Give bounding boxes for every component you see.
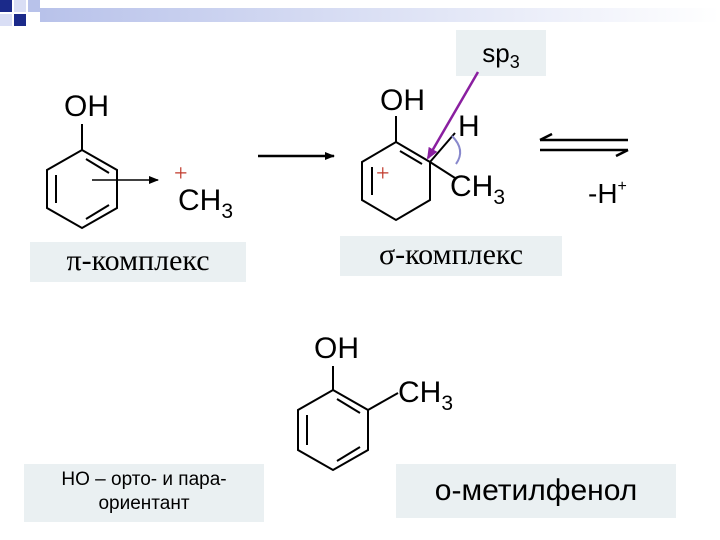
pi-complex-benzene-ring <box>46 124 118 230</box>
sigma-complex-label: σ-комплекс <box>340 236 562 276</box>
pi-complex-ch3-sub: 3 <box>221 200 234 223</box>
sp3-sub: 3 <box>509 52 520 72</box>
deprotonation-text: -H <box>588 178 618 209</box>
square-icon <box>14 14 26 26</box>
sigma-complex-ch3: CH3 <box>450 170 505 209</box>
sigma-complex-h: H <box>458 110 480 143</box>
square-icon <box>0 0 12 12</box>
orientant-note-line2: ориентант <box>98 493 190 514</box>
deprotonation-sup: + <box>617 178 627 195</box>
pi-complex-oh: OH <box>64 90 109 123</box>
sp3-pointer-arrow <box>426 71 480 160</box>
square-icon <box>0 14 12 26</box>
sigma-complex-ch3-bond <box>429 161 456 179</box>
sigma-complex-oh: OH <box>380 84 425 117</box>
sigma-complex-ch3-main: CH <box>450 170 494 203</box>
sp3-label: sp3 <box>456 30 546 76</box>
orientant-note-line1: НО – орто- и пара- <box>61 469 227 490</box>
header-decoration <box>0 0 720 26</box>
orientant-note: НО – орто- и пара- ориентант <box>24 464 264 522</box>
product-name-label: о-метилфенол <box>396 464 676 518</box>
product-ch3: CH3 <box>398 376 453 415</box>
pi-complex-ch3-main: CH <box>178 184 222 217</box>
square-icon <box>28 0 40 12</box>
product-ch3-bond <box>367 392 399 411</box>
product-oh: OH <box>314 332 359 365</box>
product-benzene-ring <box>297 366 399 472</box>
sigma-complex-plus: + <box>376 161 390 187</box>
pi-complex-plus: + <box>174 161 188 187</box>
pi-complex-label: π-комплекс <box>30 242 246 282</box>
product-ch3-sub: 3 <box>441 392 454 415</box>
square-icon <box>14 0 26 12</box>
sigma-complex-ch3-sub: 3 <box>493 186 506 209</box>
sp3-main: sp <box>482 38 510 68</box>
pi-complex-ch3: CH3 <box>178 184 233 223</box>
lone-pair-arc <box>451 135 462 165</box>
product-ch3-main: CH <box>398 376 442 409</box>
deprotonation-label: -H+ <box>588 178 627 209</box>
header-gradient-bar <box>40 8 720 22</box>
equilibrium-arrow-left-head <box>539 132 553 142</box>
equilibrium-arrow-right-head <box>615 148 629 158</box>
